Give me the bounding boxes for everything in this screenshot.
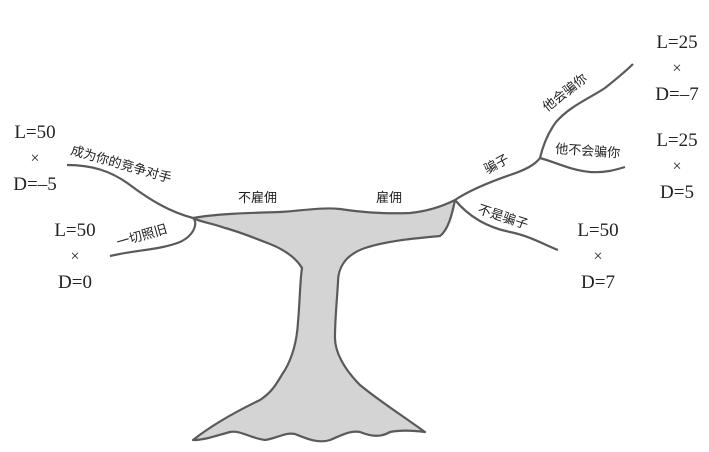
- outcome-d: D=0: [58, 272, 92, 293]
- outcome-competitor: L=50 × D=–5: [0, 120, 70, 198]
- times-sign: ×: [70, 248, 80, 265]
- branch-liar: [454, 157, 541, 201]
- outcome-l: L=50: [14, 122, 56, 143]
- label-wont-cheat: 他不会骗你: [555, 142, 621, 161]
- outcome-l: L=50: [577, 220, 619, 241]
- label-hire: 雇佣: [376, 190, 402, 206]
- outcome-d: D=5: [660, 182, 694, 203]
- label-liar: 骗子: [482, 152, 512, 177]
- branch-as-usual: [109, 217, 197, 258]
- branch-will-cheat: [538, 63, 634, 159]
- branch-competitor: [66, 163, 194, 220]
- branch-wont-cheat: [539, 156, 626, 174]
- outcome-l: L=25: [656, 130, 698, 151]
- outcome-not-liar: L=50 × D=7: [563, 218, 633, 296]
- times-sign: ×: [672, 158, 682, 175]
- label-not-hire: 不雇佣: [238, 190, 277, 206]
- outcome-wont-cheat: L=25 × D=5: [642, 128, 709, 206]
- label-will-cheat: 他会骗你: [540, 71, 590, 115]
- outcome-l: L=50: [54, 220, 96, 241]
- outcome-will-cheat: L=25 × D=–7: [642, 30, 709, 108]
- times-sign: ×: [672, 60, 682, 77]
- times-sign: ×: [593, 248, 603, 265]
- outcome-d: D=–5: [13, 174, 57, 195]
- label-not-liar: 不是骗子: [476, 203, 530, 233]
- outcome-d: D=–7: [655, 84, 699, 105]
- outcome-l: L=25: [656, 32, 698, 53]
- branch-not-liar: [454, 199, 559, 252]
- tree-trunk: [191, 198, 457, 443]
- outcome-d: D=7: [581, 272, 615, 293]
- times-sign: ×: [30, 150, 40, 167]
- outcome-as-usual: L=50 × D=0: [40, 218, 110, 296]
